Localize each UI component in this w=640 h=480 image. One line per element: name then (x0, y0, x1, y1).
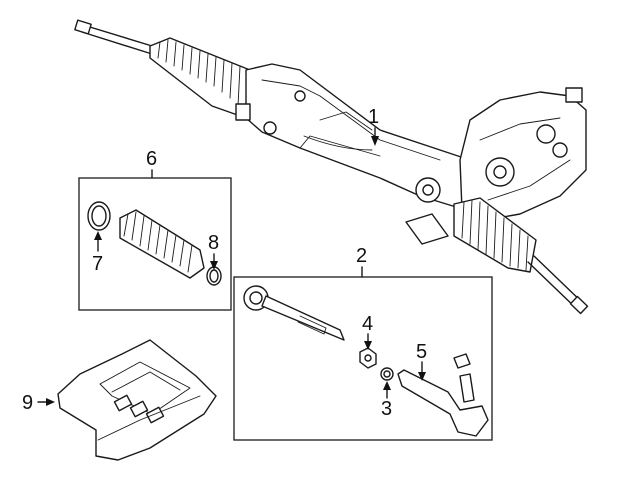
callout-9: 9 (22, 392, 55, 414)
outer-tie-rod-end-part-5 (397, 353, 489, 437)
tie-rod-kit-box (233, 276, 493, 441)
inner-tie-rod (243, 285, 345, 341)
rack-housing (235, 63, 471, 211)
callout-label-3: 3 (381, 398, 392, 420)
callout-label-5: 5 (416, 341, 427, 363)
boot-part (119, 209, 205, 279)
callout-2: 2 (356, 245, 367, 278)
callout-6: 6 (146, 148, 157, 179)
callout-label-2: 2 (356, 245, 367, 267)
steering-rack-assembly (74, 19, 589, 315)
callout-label-6: 6 (146, 148, 157, 170)
boot-clamp-part-7 (87, 201, 111, 231)
callout-label-7: 7 (92, 253, 103, 275)
callout-4: 4 (362, 313, 373, 350)
callout-label-4: 4 (362, 313, 373, 335)
right-rack-boot (453, 197, 537, 273)
callout-label-9: 9 (22, 392, 33, 414)
jam-nut-part-4 (359, 347, 377, 369)
callout-1: 1 (368, 106, 379, 146)
washer-part-3 (380, 367, 394, 381)
pinion-valve-housing (405, 87, 587, 245)
left-rack-boot (149, 37, 251, 119)
callout-label-1: 1 (368, 106, 379, 128)
callout-3: 3 (381, 381, 392, 420)
splash-shield-part-9 (57, 339, 217, 461)
callout-8: 8 (208, 232, 219, 270)
callout-5: 5 (416, 341, 427, 381)
callout-label-8: 8 (208, 232, 219, 254)
boot-kit-box (78, 177, 232, 311)
callout-7: 7 (92, 231, 103, 275)
